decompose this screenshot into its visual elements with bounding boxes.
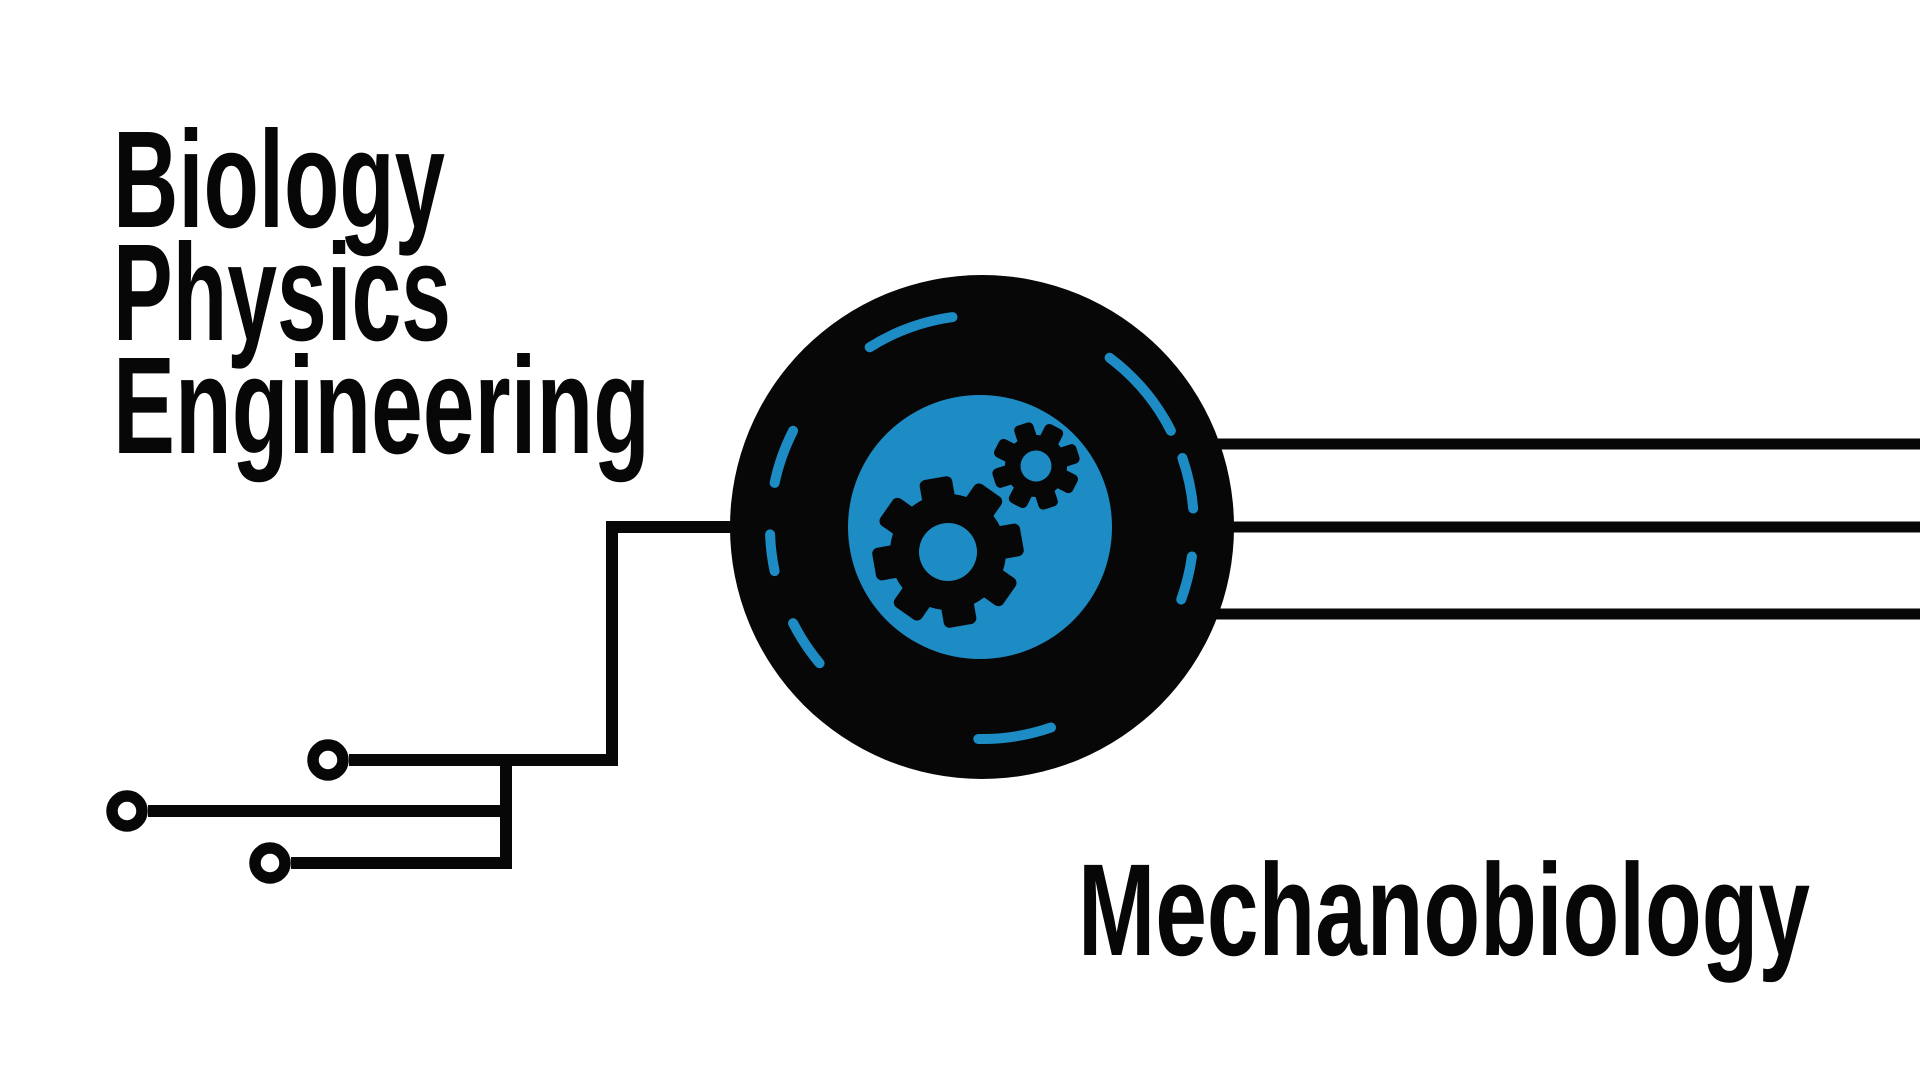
wheel-gears-icon (730, 275, 1234, 779)
circuit-node (249, 842, 291, 884)
circuit-traces-left (106, 521, 745, 884)
tread-dash (1104, 352, 1176, 436)
tread-dash (769, 425, 799, 488)
discipline-engineering: Engineering (113, 329, 650, 483)
tread-dash (864, 312, 958, 353)
circuit-trace-main (349, 521, 745, 766)
discipline-physics: Physics (113, 216, 451, 370)
tire-tread-dashes (765, 312, 1199, 745)
tread-dash (1177, 453, 1199, 514)
circuit-node (106, 790, 148, 832)
gear-small-icon (992, 422, 1080, 510)
discipline-biology: Biology (113, 103, 445, 257)
gear-large-icon (872, 476, 1024, 628)
gear-small-hole (1020, 450, 1052, 482)
field-title: Mechanobiology (1078, 836, 1810, 983)
discipline-list: Biology Physics Engineering (113, 103, 650, 483)
circuit-traces-right (1212, 438, 1920, 620)
tread-dash (788, 618, 825, 669)
gear-large-hole (919, 523, 977, 581)
circuit-node (307, 739, 349, 781)
circuit-trace-branch-bottom (291, 760, 512, 869)
tread-dash (765, 529, 780, 577)
tread-dash (973, 722, 1056, 745)
tread-dash (1176, 551, 1197, 605)
